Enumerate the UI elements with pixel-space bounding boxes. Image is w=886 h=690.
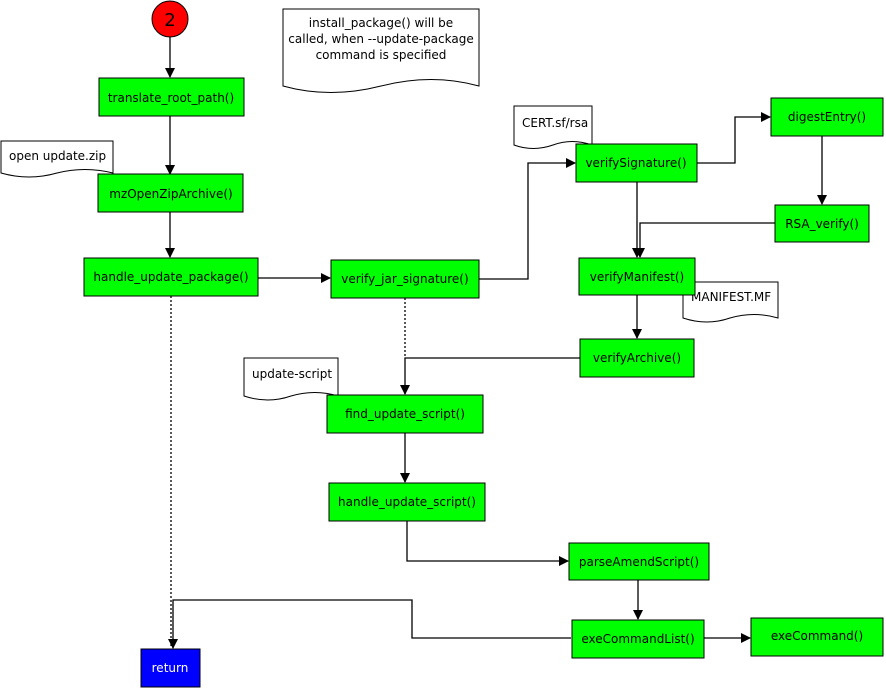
note-cert: CERT.sf/rsa bbox=[513, 105, 593, 149]
node-return: return bbox=[140, 648, 201, 688]
note-shape bbox=[0, 140, 114, 178]
note-line-3: command is specified bbox=[316, 48, 447, 62]
node-verify-manifest: verifyManifest() bbox=[578, 257, 696, 296]
node-label: exeCommandList() bbox=[581, 632, 694, 646]
node-label: handle_update_script() bbox=[338, 495, 476, 509]
start-label: 2 bbox=[164, 10, 175, 31]
note-text: CERT.sf/rsa bbox=[522, 116, 588, 130]
note-shape bbox=[282, 8, 480, 93]
note-open-update-zip: open update.zip bbox=[0, 140, 114, 178]
node-label: translate_root_path() bbox=[108, 91, 234, 105]
node-rsa-verify: RSA_verify() bbox=[774, 204, 870, 243]
note-manifest: MANIFEST.MF bbox=[682, 281, 779, 323]
note-shape bbox=[682, 281, 779, 323]
node-label: verifyManifest() bbox=[590, 270, 684, 284]
edge-verify-jar-to-verify-signature bbox=[479, 158, 576, 280]
node-label: parseAmendScript() bbox=[579, 555, 699, 569]
node-exe-command: exeCommand() bbox=[750, 617, 884, 657]
node-label: verifySignature() bbox=[585, 156, 686, 170]
edge-handle-script-to-parse-amend bbox=[406, 521, 569, 566]
connectors bbox=[165, 37, 827, 649]
note-line-1: install_package() will be bbox=[309, 16, 453, 30]
node-digest-entry: digestEntry() bbox=[770, 97, 884, 137]
note-line-2: called, when --update-package bbox=[288, 32, 473, 46]
node-label: verify_jar_signature() bbox=[341, 272, 468, 286]
node-find-update-script: find_update_script() bbox=[326, 394, 484, 434]
node-label: exeCommand() bbox=[771, 629, 863, 643]
note-install-package: install_package() will be called, when -… bbox=[282, 8, 480, 93]
note-text: MANIFEST.MF bbox=[691, 290, 771, 304]
node-exe-command-list: exeCommandList() bbox=[571, 619, 705, 659]
node-label: handle_update_package() bbox=[93, 270, 248, 284]
node-label: verifyArchive() bbox=[593, 351, 681, 365]
note-text: update-script bbox=[252, 367, 332, 381]
node-verify-signature: verifySignature() bbox=[575, 143, 698, 183]
node-translate-root-path: translate_root_path() bbox=[98, 77, 245, 117]
node-label: return bbox=[152, 661, 189, 675]
start-circle bbox=[151, 0, 189, 38]
node-label: digestEntry() bbox=[788, 110, 866, 124]
node-handle-update-package: handle_update_package() bbox=[83, 257, 259, 297]
note-text: open update.zip bbox=[9, 149, 106, 163]
node-mzopenziparchive: mzOpenZipArchive() bbox=[97, 173, 244, 213]
edge-verify-signature-to-digest-entry bbox=[697, 112, 771, 164]
node-label: RSA_verify() bbox=[785, 217, 859, 231]
node-parse-amend-script: parseAmendScript() bbox=[568, 542, 710, 581]
edge-rsa-verify-to-verify-manifest bbox=[635, 222, 775, 258]
start-node: 2 bbox=[151, 0, 189, 38]
edge-exe-command-list-to-return bbox=[168, 599, 571, 649]
edge-verify-archive-to-find-script bbox=[400, 357, 580, 395]
node-label: find_update_script() bbox=[345, 407, 465, 421]
node-verify-archive: verifyArchive() bbox=[579, 338, 695, 378]
node-label: mzOpenZipArchive() bbox=[109, 187, 232, 201]
node-verify-jar-signature: verify_jar_signature() bbox=[330, 259, 480, 299]
note-update-script: update-script bbox=[243, 357, 339, 401]
node-handle-update-script: handle_update_script() bbox=[328, 482, 486, 522]
